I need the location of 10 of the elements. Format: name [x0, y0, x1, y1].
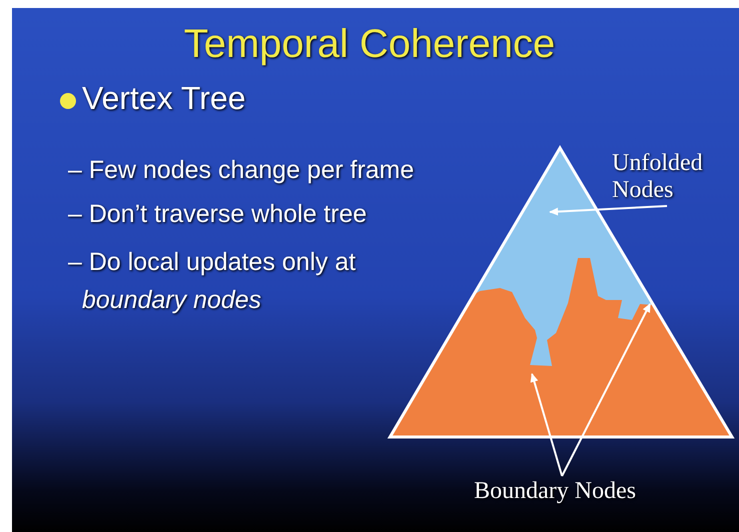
sub-bullet-text: – Do local updates only at boundary nodes	[68, 247, 357, 316]
callout-text: Boundary Nodes	[474, 478, 650, 505]
sub-bullet-text: – Few nodes change per frame	[68, 156, 414, 185]
callout-text: Unfolded Nodes	[612, 150, 722, 204]
leader-line	[530, 373, 563, 476]
slide-title: Temporal Coherence	[182, 22, 556, 67]
leader-line	[549, 205, 668, 216]
bullet-text: Vertex Tree	[82, 80, 246, 117]
leader-line	[561, 303, 651, 476]
sub-bullet-text: – Don’t traverse whole tree	[68, 200, 367, 229]
